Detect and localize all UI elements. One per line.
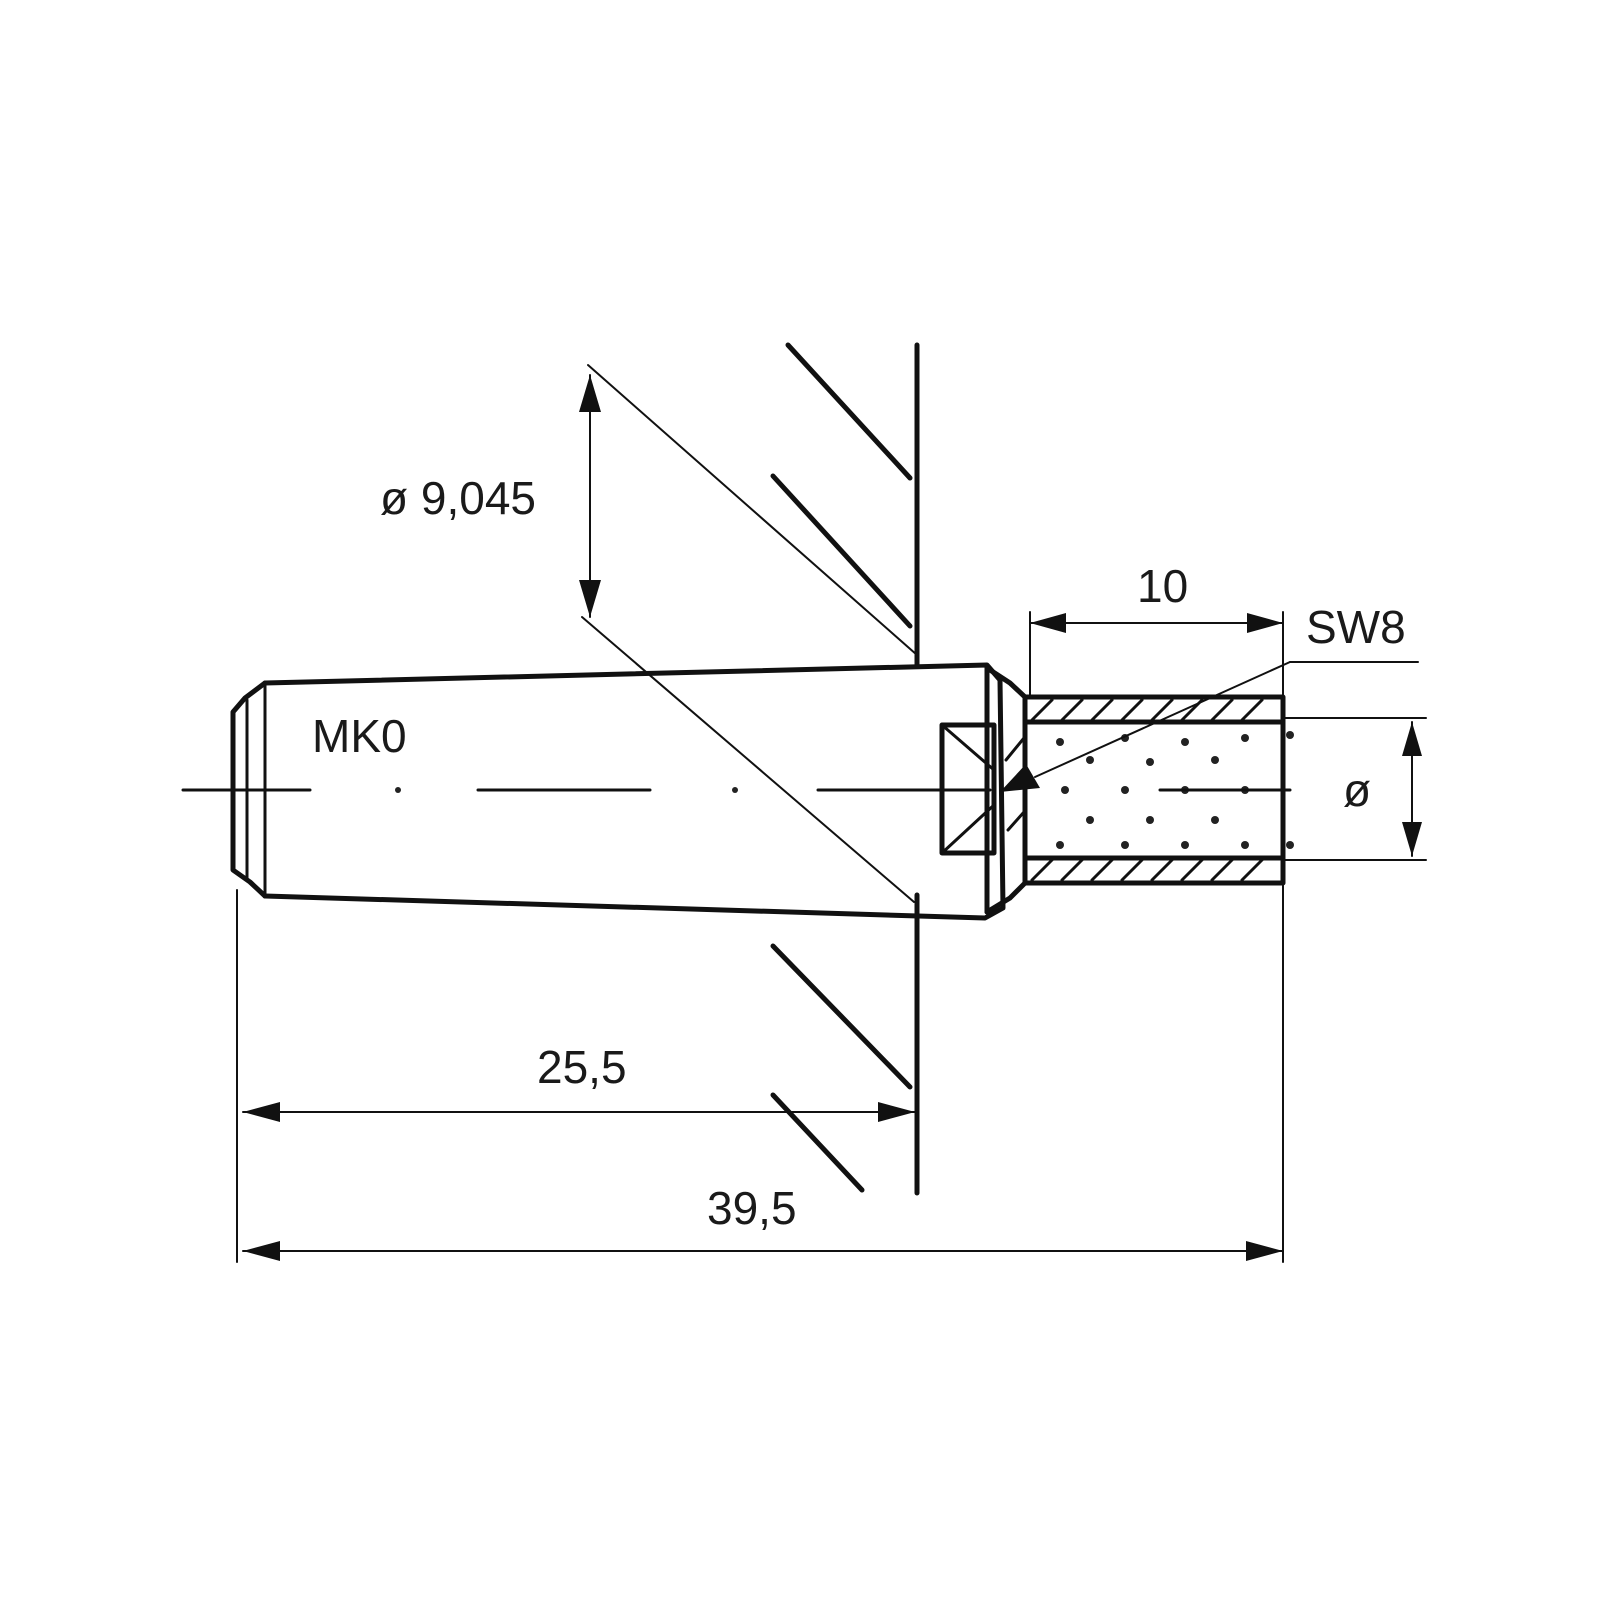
dim-label-length-short: 25,5: [537, 1041, 627, 1093]
dim-insert-diameter: [1282, 717, 1427, 861]
insert-core-dots: [1056, 731, 1294, 849]
center-line: [181, 787, 1292, 793]
label-wrench-size: SW8: [1306, 601, 1406, 653]
dim-length-total: [242, 879, 1284, 1263]
dim-label-insert-diameter: ø: [1343, 764, 1371, 816]
label-taper: MK0: [312, 710, 407, 762]
dim-length-short: [236, 889, 916, 1263]
dim-label-diameter: ø 9,045: [380, 472, 536, 524]
dim-insert-length: [1029, 611, 1284, 696]
machine-wall: [770, 342, 920, 1196]
diameter-construction: [579, 364, 918, 903]
dim-label-insert-length: 10: [1137, 560, 1188, 612]
dim-label-length-total: 39,5: [707, 1182, 797, 1234]
sw8-leader: [1000, 661, 1419, 792]
